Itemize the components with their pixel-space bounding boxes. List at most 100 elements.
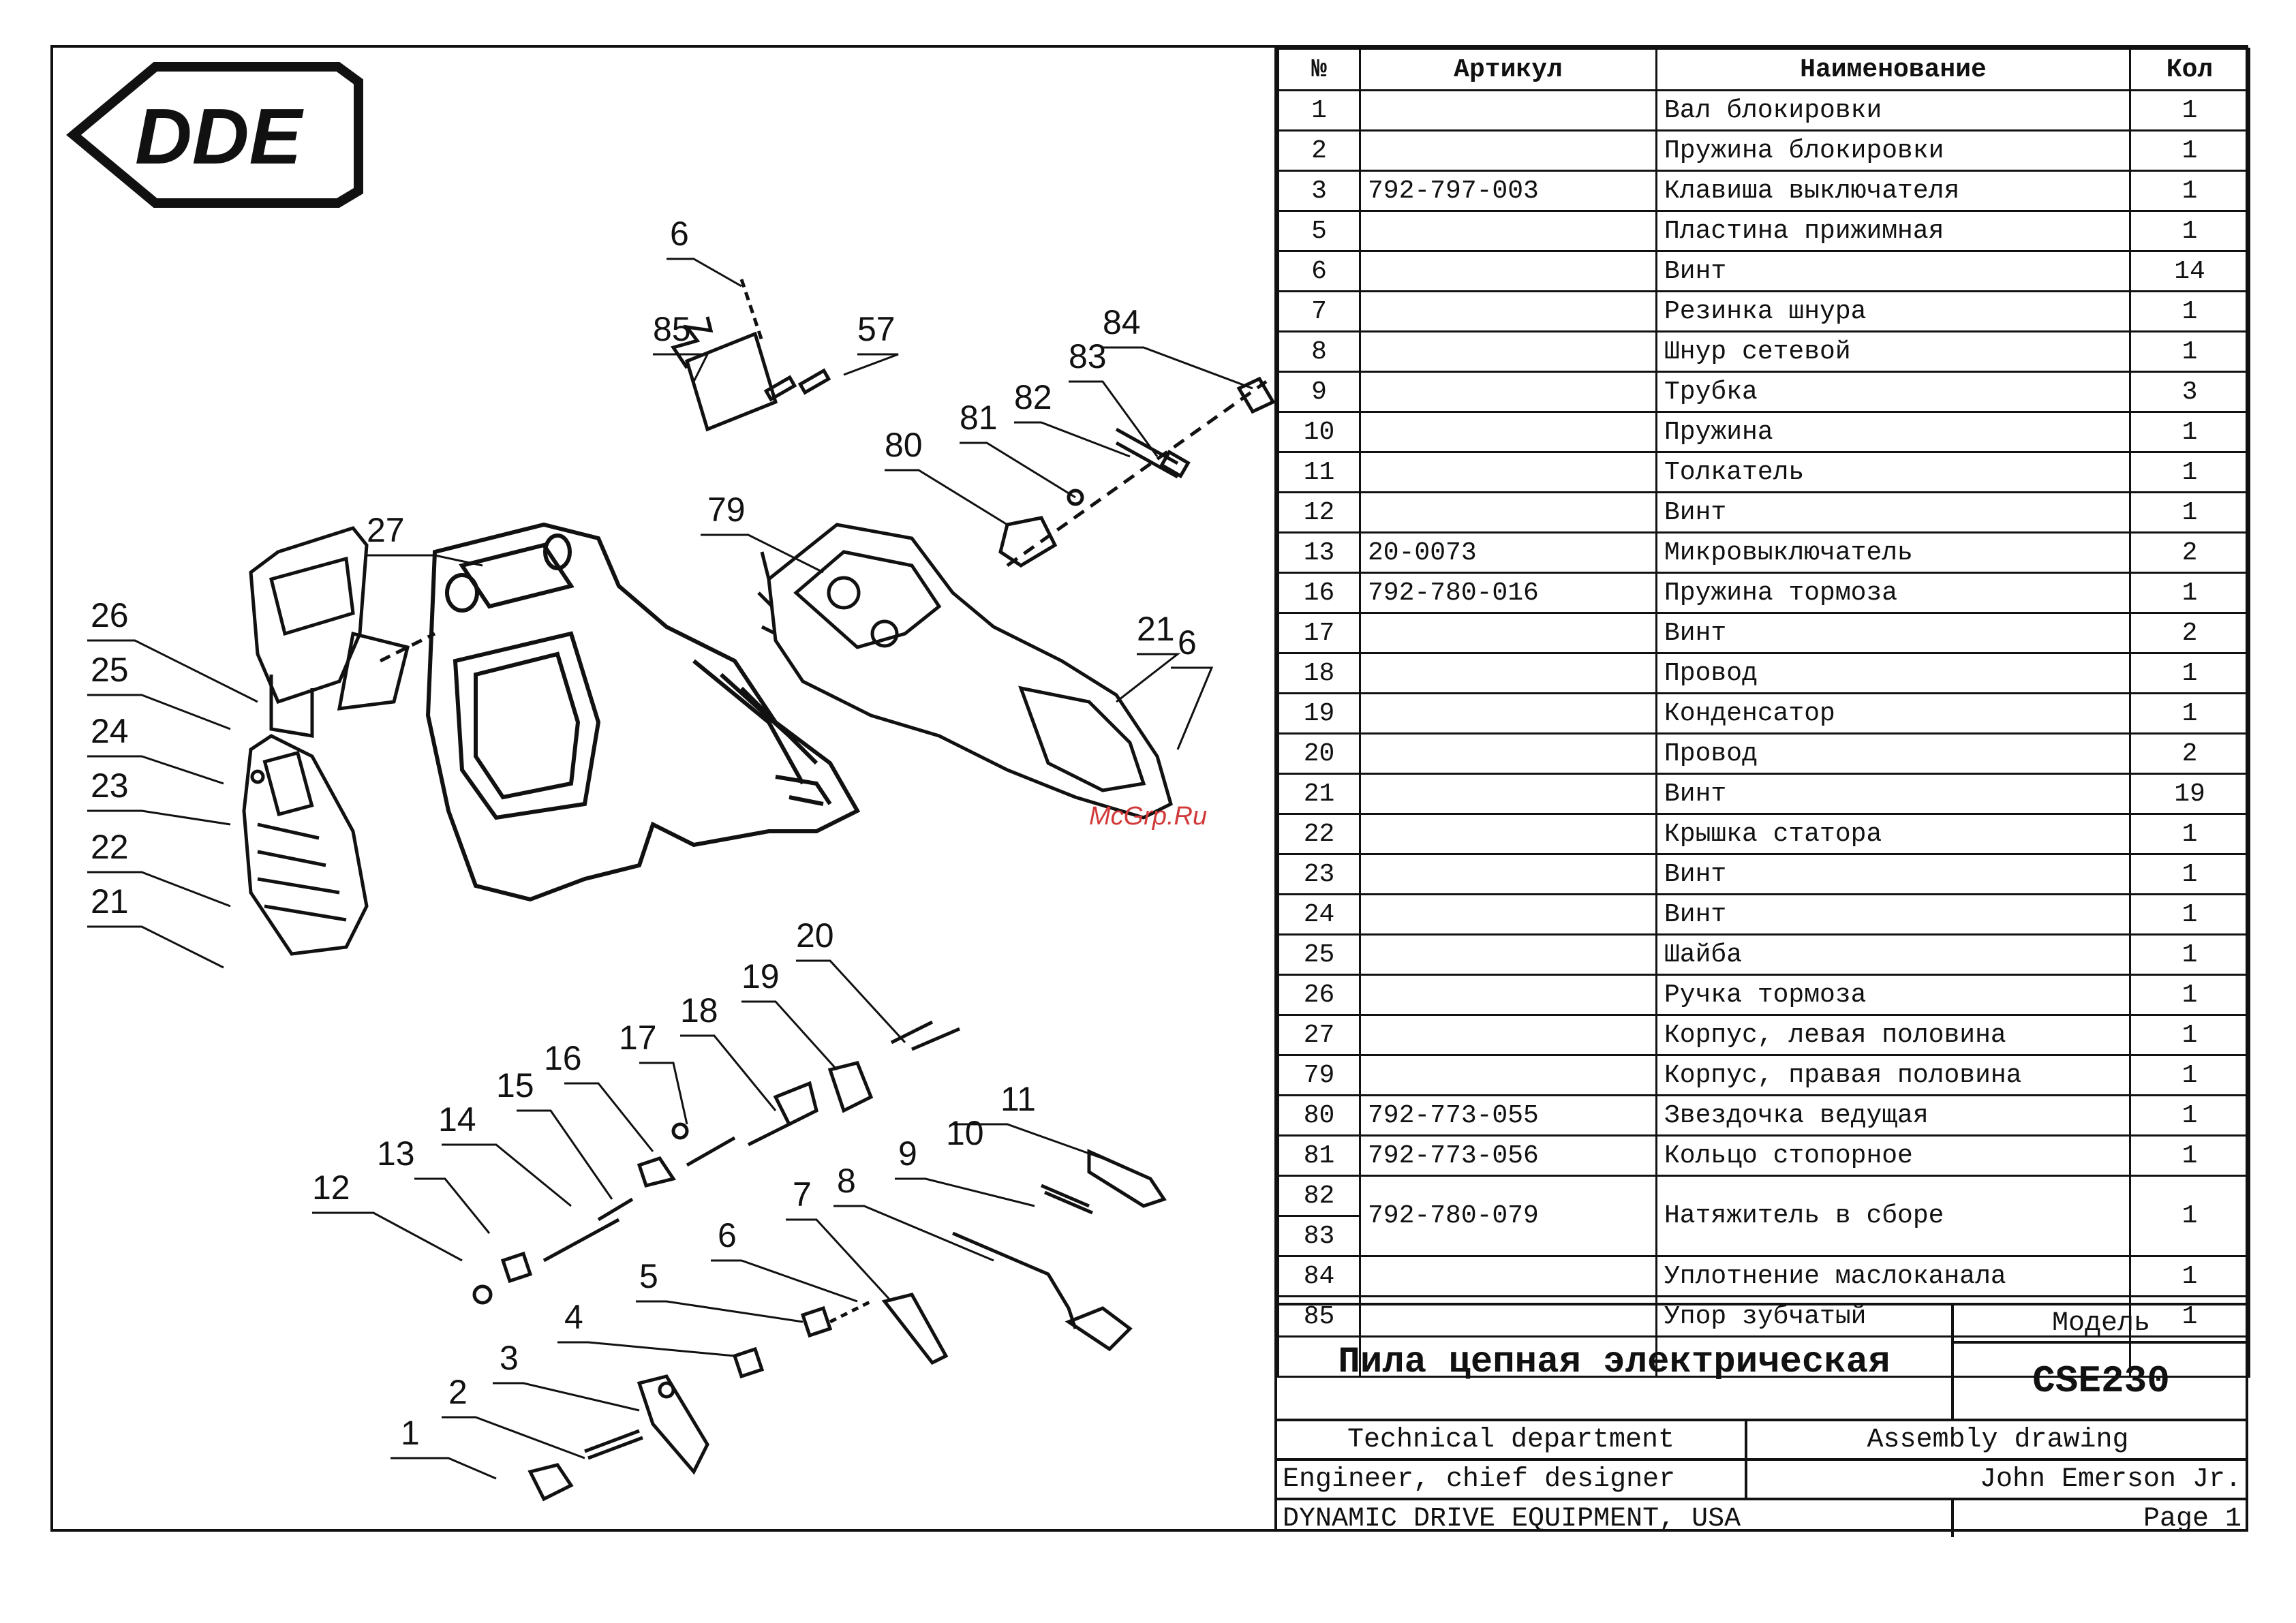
row-name: Резинка шнура: [1655, 290, 2131, 333]
leader-lines: [87, 258, 1253, 1480]
row-num: 2: [1277, 129, 1361, 172]
row-qty: 1: [2129, 129, 2250, 172]
drawing-title: Пила цепная электрическая: [1277, 1305, 1954, 1419]
row-qty: 1: [2129, 692, 2250, 735]
row-name: Конденсатор: [1655, 692, 2131, 735]
callout-4: 4: [564, 1298, 583, 1336]
callout-11: 11: [1000, 1080, 1036, 1118]
row-num: 79: [1277, 1054, 1361, 1096]
row-name: Трубка: [1655, 371, 2131, 413]
row-num: 20: [1277, 732, 1361, 775]
row-qty: 1: [2129, 491, 2250, 534]
row-qty: 1: [2129, 572, 2250, 614]
row-num: 9: [1277, 371, 1361, 413]
callout-labels: 1 2 3 4 5 6 7 8 9 10 11 12 13 14 15 16 1…: [91, 215, 1197, 1452]
callout-1: 1: [401, 1414, 420, 1452]
row-qty: 1: [2129, 1014, 2250, 1056]
drawing-sheet: DDE: [50, 45, 2250, 1537]
callout-80: 80: [885, 426, 923, 464]
empty-cell: [1277, 1335, 1361, 1378]
row-qty: 1: [2129, 89, 2250, 132]
row-name: Натяжитель в сборе: [1655, 1175, 2131, 1257]
dde-logo: DDE: [66, 62, 363, 208]
row-num: 19: [1277, 692, 1361, 735]
row-num: 27: [1277, 1014, 1361, 1056]
title-block: Пила цепная электрическая Модель CSE230 …: [1277, 1303, 2248, 1537]
row-qty: 1: [2129, 1134, 2250, 1177]
row-article: [1359, 612, 1657, 654]
row-qty: 1: [2129, 170, 2250, 212]
callout-19: 19: [741, 957, 780, 995]
stator-cover: [242, 734, 369, 956]
row-name: Клавиша выключателя: [1655, 170, 2131, 212]
callout-24: 24: [91, 712, 129, 750]
row-name: Винт: [1655, 893, 2131, 936]
document-type: Assembly drawing: [1747, 1419, 2248, 1458]
row-article: [1359, 933, 1657, 976]
callout-26: 26: [91, 596, 129, 634]
row-num: 85: [1277, 1295, 1361, 1338]
row-article: 792-773-055: [1359, 1094, 1657, 1137]
row-name: Корпус, правая половина: [1655, 1054, 2131, 1096]
row-article: [1359, 451, 1657, 493]
callout-2: 2: [448, 1373, 468, 1411]
callout-12: 12: [312, 1169, 350, 1207]
row-name: Кольцо стопорное: [1655, 1134, 2131, 1177]
row-num: 18: [1277, 652, 1361, 694]
row-num: 13: [1277, 531, 1361, 574]
row-name: Пружина: [1655, 411, 2131, 453]
callout-9: 9: [898, 1134, 917, 1173]
row-num: 1: [1277, 89, 1361, 132]
row-article: [1359, 1054, 1657, 1096]
header-name: Наименование: [1655, 48, 2131, 91]
row-qty: 1: [2129, 893, 2250, 936]
row-qty: 19: [2129, 773, 2250, 815]
row-article: [1359, 290, 1657, 333]
row-article: 20-0073: [1359, 531, 1657, 574]
brake-handle: [249, 526, 436, 738]
row-name: Ручка тормоза: [1655, 974, 2131, 1016]
callout-81: 81: [960, 399, 998, 437]
row-qty: 3: [2129, 371, 2250, 413]
callout-18: 18: [680, 991, 718, 1030]
row-qty: 1: [2129, 210, 2250, 252]
row-qty: 1: [2129, 652, 2250, 694]
row-qty: 2: [2129, 612, 2250, 654]
row-article: 792-773-056: [1359, 1134, 1657, 1177]
callout-21-right: 21: [1137, 610, 1175, 648]
row-name: Винт: [1655, 250, 2131, 292]
row-name: Пластина прижимная: [1655, 210, 2131, 252]
row-num: 26: [1277, 974, 1361, 1016]
row-name: Провод: [1655, 732, 2131, 775]
row-qty: 1: [2129, 330, 2250, 373]
row-num: 21: [1277, 773, 1361, 815]
row-name: Винт: [1655, 612, 2131, 654]
row-article: [1359, 1014, 1657, 1056]
callout-14: 14: [438, 1100, 476, 1139]
callout-17: 17: [619, 1019, 657, 1057]
row-qty: 1: [2129, 974, 2250, 1016]
row-num: 3: [1277, 170, 1361, 212]
row-num: 25: [1277, 933, 1361, 976]
callout-20: 20: [796, 916, 834, 955]
row-article: 792-780-016: [1359, 572, 1657, 614]
row-name: Винт: [1655, 491, 2131, 534]
row-name: Корпус, левая половина: [1655, 1014, 2131, 1056]
row-article: [1359, 893, 1657, 936]
row-article: 792-797-003: [1359, 170, 1657, 212]
row-article: [1359, 411, 1657, 453]
model-label: Модель: [1954, 1305, 2248, 1344]
callout-82: 82: [1014, 378, 1052, 416]
